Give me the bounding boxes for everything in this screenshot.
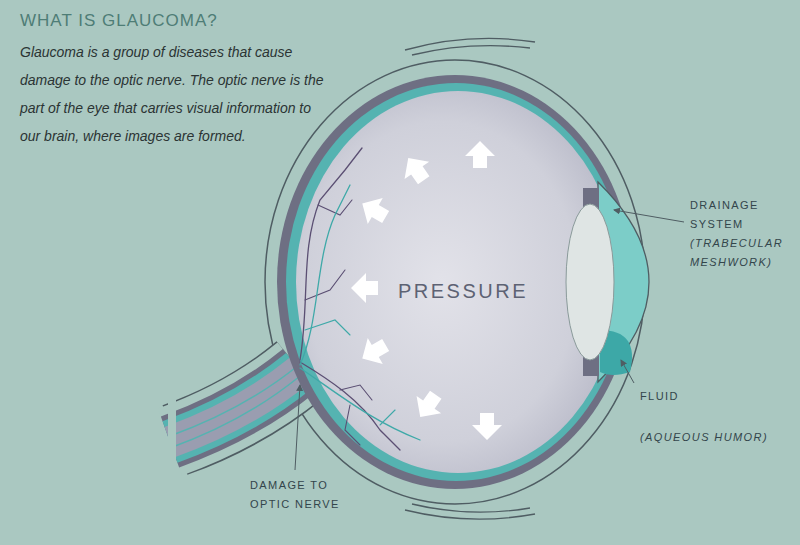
pressure-arrow — [351, 273, 378, 303]
optic-nerve-gap — [170, 370, 300, 442]
pressure-arrow — [355, 332, 393, 371]
optic-nerve-core — [170, 370, 300, 442]
sclera — [277, 75, 633, 489]
pressure-arrow — [472, 413, 502, 440]
description-text: Glaucoma is a group of diseases that cau… — [20, 38, 332, 150]
eyelid-line — [412, 504, 530, 512]
pressure-arrow — [408, 386, 448, 425]
vessel — [318, 200, 352, 215]
leader-line — [614, 210, 684, 222]
optic-nerve-layer — [170, 370, 300, 442]
vitreous — [296, 91, 620, 473]
pressure-label: PRESSURE — [398, 279, 548, 303]
leader-line — [295, 385, 300, 470]
retina — [286, 83, 626, 481]
vessel — [380, 410, 395, 425]
vessel — [305, 320, 350, 335]
nerve-cut — [168, 390, 176, 490]
leader-line — [621, 360, 634, 383]
nerve-fiber — [170, 376, 300, 448]
part-label: DRAINAGE SYSTEM — [690, 196, 796, 234]
vessel — [345, 405, 360, 445]
vessel — [300, 185, 350, 365]
vessel — [305, 270, 345, 300]
nerve-fiber — [170, 364, 300, 436]
part-label: FLUID — [640, 387, 790, 406]
vessel — [340, 385, 372, 400]
vessel — [300, 368, 420, 440]
optic-nerve — [170, 370, 300, 442]
vessel — [300, 362, 400, 450]
pressure-arrow — [355, 191, 393, 230]
part-sublabel: (AQUEOUS HUMOR) — [640, 428, 790, 447]
globe-outline — [265, 60, 645, 504]
eyelid-line — [405, 38, 535, 50]
eyelid-line — [412, 46, 530, 55]
vessel — [300, 148, 362, 360]
pressure-arrow — [396, 149, 436, 188]
lens — [566, 204, 614, 360]
part-sublabel: (TRABECULAR MESHWORK) — [690, 234, 796, 272]
title: WHAT IS GLAUCOMA? — [20, 10, 380, 32]
pressure-arrow — [465, 141, 495, 168]
part-label: DAMAGE TO OPTIC NERVE — [250, 476, 368, 514]
